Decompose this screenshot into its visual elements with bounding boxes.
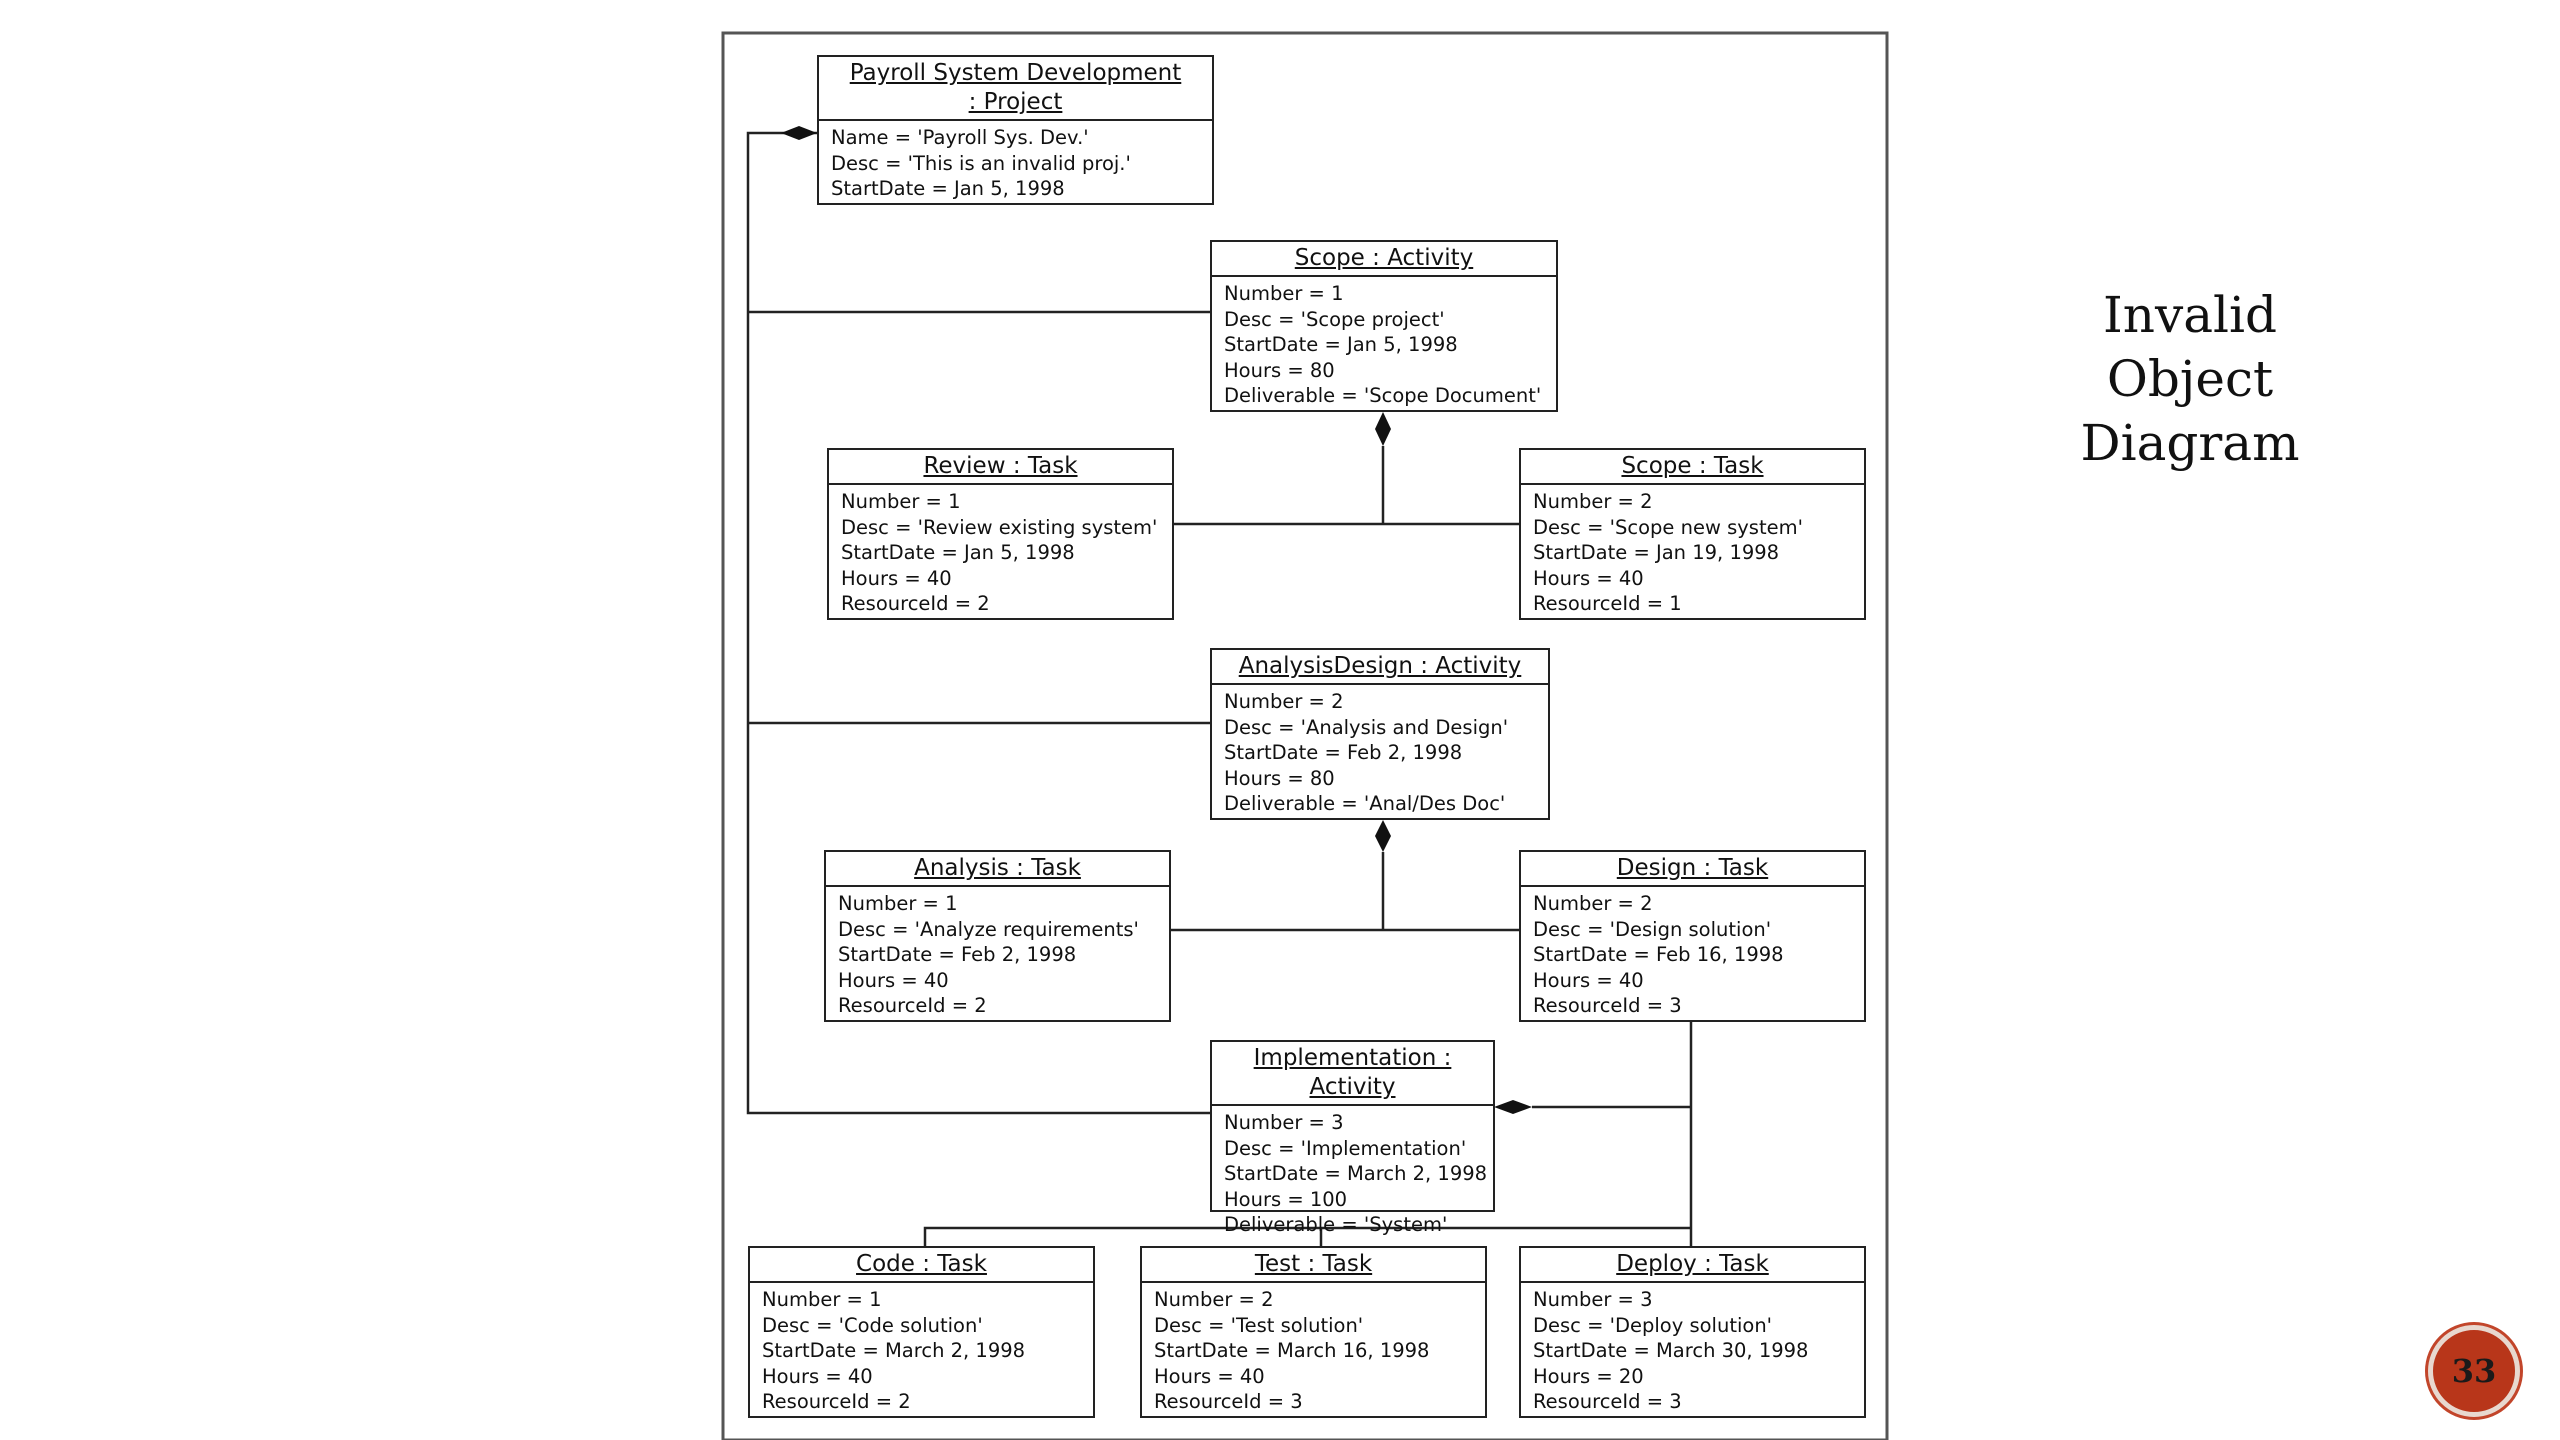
attribute: Hours = 40 [1533,968,1644,992]
diagram-frame [721,31,1889,1440]
attribute: Hours = 40 [841,566,952,590]
attribute: Desc = 'Analyze requirements' [838,917,1139,941]
attribute: StartDate = Feb 16, 1998 [1533,943,1784,966]
code-task-object: Code : Task Number = 1 Desc = 'Code solu… [748,1246,1095,1418]
diamond-scope [1375,412,1391,446]
code-task-title: Code : Task [750,1248,1093,1283]
scope-activity-title: Scope : Activity [1212,242,1556,277]
attribute: StartDate = March 30, 1998 [1533,1339,1809,1362]
scope-activity-object: Scope : Activity Number = 1 Desc = 'Scop… [1210,240,1558,412]
attribute: ResourceId = 2 [838,994,987,1017]
attribute: Deliverable = 'Scope Document' [1224,384,1542,407]
slide-title-line: Invalid [2103,286,2277,344]
attribute: ResourceId = 2 [841,592,990,615]
attribute: Number = 1 [841,490,961,513]
attribute: Hours = 40 [762,1364,873,1388]
attribute: StartDate = Feb 2, 1998 [1224,741,1463,764]
code-task-attributes: Number = 1 Desc = 'Code solution' StartD… [750,1283,1093,1419]
diamond-impl [1494,1100,1532,1114]
attribute: ResourceId = 3 [1533,1390,1682,1413]
attribute: Number = 2 [1533,892,1653,915]
analysis-task-attributes: Number = 1 Desc = 'Analyze requirements'… [826,887,1169,1023]
project-object-title: Payroll System Development : Project [819,57,1212,121]
attribute: StartDate = March 2, 1998 [1224,1162,1488,1185]
analysis-task-title: Analysis : Task [826,852,1169,887]
deploy-task-attributes: Number = 3 Desc = 'Deploy solution' Star… [1521,1283,1864,1419]
attribute: ResourceId = 1 [1533,592,1682,615]
attribute: Desc = 'Scope project' [1224,307,1445,331]
impl-activity-attributes: Number = 3 Desc = 'Implementation' Start… [1212,1106,1493,1242]
diamond-project [781,126,817,140]
analysis-activity-title: AnalysisDesign : Activity [1212,650,1548,685]
attribute: Desc = 'Analysis and Design' [1224,715,1509,739]
scope-task-title: Scope : Task [1521,450,1864,485]
attribute: Desc = 'Scope new system' [1533,515,1803,539]
diamond-analysis [1375,820,1391,852]
scope-activity-attributes: Number = 1 Desc = 'Scope project' StartD… [1212,277,1556,413]
review-task-object: Review : Task Number = 1 Desc = 'Review … [827,448,1174,620]
slide-title-line: Object [2106,350,2274,408]
attribute: StartDate = Jan 5, 1998 [841,541,1075,564]
attribute: Number = 1 [762,1288,882,1311]
impl-activity-object: Implementation : Activity Number = 3 Des… [1210,1040,1495,1236]
test-task-title: Test : Task [1142,1248,1485,1283]
test-task-attributes: Number = 2 Desc = 'Test solution' StartD… [1142,1283,1485,1419]
attribute: Number = 3 [1533,1288,1653,1311]
attribute: Number = 2 [1533,490,1653,513]
attribute: StartDate = Jan 5, 1998 [1224,333,1458,356]
attribute: Hours = 40 [1533,566,1644,590]
deploy-task-title: Deploy : Task [1521,1248,1864,1283]
scope-task-attributes: Number = 2 Desc = 'Scope new system' Sta… [1521,485,1864,621]
design-task-attributes: Number = 2 Desc = 'Design solution' Star… [1521,887,1864,1023]
attribute: Desc = 'Code solution' [762,1313,983,1337]
project-object: Payroll System Development : Project Nam… [817,55,1214,205]
attribute: Hours = 20 [1533,1364,1644,1388]
attribute: Hours = 80 [1224,766,1335,790]
attribute: Desc = 'This is an invalid proj.' [831,151,1131,175]
attribute: StartDate = Jan 19, 1998 [1533,541,1780,564]
attribute: Hours = 40 [838,968,949,992]
attribute: Hours = 40 [1154,1364,1265,1388]
attribute: Deliverable = 'System' [1224,1213,1448,1236]
attribute: Number = 1 [1224,282,1344,305]
attribute: Desc = 'Review existing system' [841,515,1158,539]
analysis-activity-object: AnalysisDesign : Activity Number = 2 Des… [1210,648,1550,820]
link-tasks-bar [923,1226,1691,1246]
attribute: Desc = 'Design solution' [1533,917,1772,941]
attribute: Name = 'Payroll Sys. Dev.' [831,126,1089,149]
review-task-title: Review : Task [829,450,1172,485]
attribute: ResourceId = 2 [762,1390,911,1413]
attribute: StartDate = Feb 2, 1998 [838,943,1077,966]
attribute: Hours = 100 [1224,1187,1348,1211]
attribute: StartDate = Jan 5, 1998 [831,177,1065,200]
attribute: Desc = 'Implementation' [1224,1136,1467,1160]
design-task-object: Design : Task Number = 2 Desc = 'Design … [1519,850,1866,1022]
attribute: StartDate = March 2, 1998 [762,1339,1026,1362]
review-task-attributes: Number = 1 Desc = 'Review existing syste… [829,485,1172,621]
analysis-task-object: Analysis : Task Number = 1 Desc = 'Analy… [824,850,1171,1022]
analysis-activity-attributes: Number = 2 Desc = 'Analysis and Design' … [1212,685,1548,821]
attribute: ResourceId = 3 [1533,994,1682,1017]
attribute: Desc = 'Deploy solution' [1533,1313,1773,1337]
attribute: Hours = 80 [1224,358,1335,382]
attribute: Number = 2 [1154,1288,1274,1311]
attribute: StartDate = March 16, 1998 [1154,1339,1430,1362]
attribute: ResourceId = 3 [1154,1390,1303,1413]
design-task-title: Design : Task [1521,852,1864,887]
project-object-attributes: Name = 'Payroll Sys. Dev.' Desc = 'This … [819,121,1212,206]
attribute: Number = 1 [838,892,958,915]
page-number-badge: 33 [2428,1325,2520,1417]
impl-activity-title: Implementation : Activity [1212,1042,1493,1106]
slide-title-line: Diagram [2080,414,2300,472]
deploy-task-object: Deploy : Task Number = 3 Desc = 'Deploy … [1519,1246,1866,1418]
slide-title: Invalid Object Diagram [2040,283,2340,475]
scope-task-object: Scope : Task Number = 2 Desc = 'Scope ne… [1519,448,1866,620]
attribute: Number = 3 [1224,1111,1344,1134]
attribute: Deliverable = 'Anal/Des Doc' [1224,792,1506,815]
test-task-object: Test : Task Number = 2 Desc = 'Test solu… [1140,1246,1487,1418]
attribute: Number = 2 [1224,690,1344,713]
attribute: Desc = 'Test solution' [1154,1313,1364,1337]
